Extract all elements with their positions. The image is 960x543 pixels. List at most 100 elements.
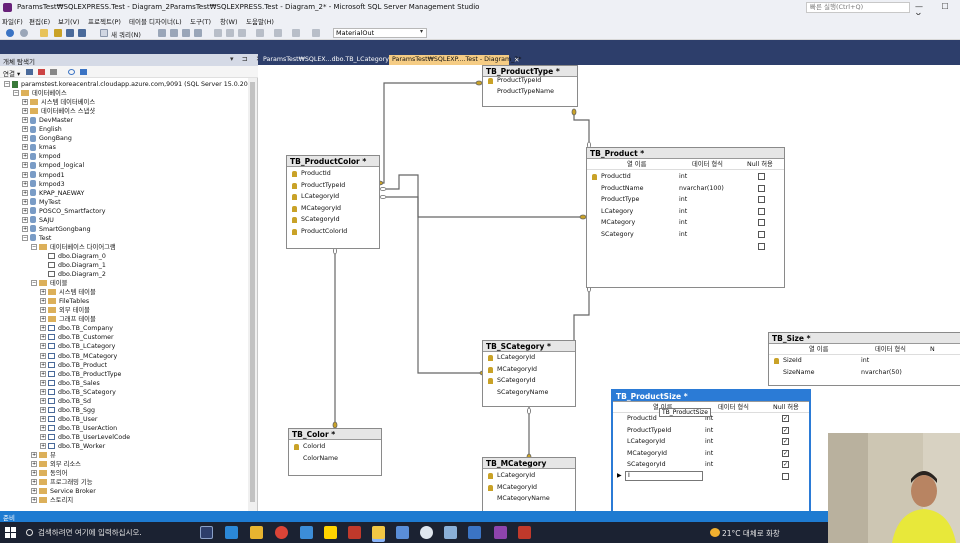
close-tab-icon[interactable]: ✕ [514, 56, 520, 64]
tab-diagram-2[interactable]: ParamsTest₩SQLEXP....Test - Diagram_2* [389, 55, 521, 65]
disconnect-icon[interactable] [38, 69, 45, 75]
expand-icon[interactable]: + [31, 488, 37, 495]
allow-null-checkbox[interactable] [782, 473, 789, 480]
app-icon[interactable] [468, 526, 481, 539]
forward-icon[interactable] [20, 29, 28, 37]
expand-icon[interactable]: + [22, 162, 28, 169]
cut-icon[interactable] [214, 29, 222, 37]
expand-icon[interactable]: + [31, 452, 37, 459]
column-row[interactable]: ProductTypeId [483, 75, 577, 87]
tree-item[interactable]: +dbo.TB_Product [40, 361, 107, 370]
column-row[interactable]: ColorId [289, 441, 381, 453]
connect-button[interactable]: 연결 ▾ [3, 70, 21, 78]
menu-project[interactable]: 프로젝트(P) [88, 18, 121, 26]
tree-item[interactable]: dbo.Diagram_0 [40, 252, 106, 261]
tree-item[interactable]: +프로그래밍 기능 [31, 478, 93, 487]
column-row[interactable]: LCategoryId [287, 191, 379, 203]
tree-item[interactable]: +MyTest [22, 198, 61, 207]
allow-null-checkbox[interactable] [758, 207, 765, 215]
tree-item[interactable]: +스토리지 [31, 496, 73, 505]
copy-icon[interactable] [226, 29, 234, 37]
tree-item[interactable]: −Test [22, 234, 51, 243]
tree-item[interactable]: +dbo.TB_Company [40, 324, 113, 333]
activity-monitor-icon[interactable] [80, 69, 87, 75]
expand-icon[interactable]: + [40, 325, 46, 332]
expand-icon[interactable]: + [31, 497, 37, 504]
expand-icon[interactable]: + [22, 225, 28, 232]
tab-lcategory[interactable]: ParamsTest₩SQLEX...dbo.TB_LCategory [263, 56, 389, 63]
table-producttype[interactable]: TB_ProductType * ProductTypeId ProductTy… [482, 65, 578, 107]
column-row[interactable]: MCategoryName [497, 495, 550, 501]
table-mcategory-title[interactable]: TB_MCategory [483, 458, 575, 469]
new-column-name-input[interactable]: I [625, 471, 703, 481]
expand-icon[interactable]: + [22, 144, 28, 151]
tree-item[interactable]: +kmpod3 [22, 180, 65, 189]
tree-item[interactable]: +dbo.TB_UserAction [40, 424, 117, 433]
expand-icon[interactable]: + [31, 461, 37, 468]
column-row[interactable]: ColorName [303, 454, 339, 462]
tree-scrollbar-thumb[interactable] [250, 82, 255, 502]
expand-icon[interactable]: + [40, 334, 46, 341]
tree-item[interactable]: +English [22, 125, 62, 134]
expand-icon[interactable]: + [22, 189, 28, 196]
column-row[interactable]: LCategoryId [483, 352, 575, 364]
menu-window[interactable]: 창(W) [220, 18, 238, 26]
tree-item[interactable]: +dbo.TB_Customer [40, 333, 114, 342]
collapse-icon[interactable]: − [22, 234, 28, 241]
column-row[interactable]: MCategoryId [483, 364, 575, 376]
collapse-icon[interactable]: − [13, 90, 19, 97]
weather-widget[interactable]: 21°C 대체로 화창 [722, 529, 780, 538]
expand-icon[interactable]: + [22, 108, 28, 115]
filter-icon[interactable] [50, 69, 57, 75]
tree-item[interactable]: +dbo.TB_Sales [40, 379, 100, 388]
column-row[interactable] [587, 241, 784, 253]
allow-null-checkbox[interactable]: ✓ [782, 449, 789, 457]
expand-icon[interactable]: + [40, 352, 46, 359]
table-size-title[interactable]: TB_Size * [769, 333, 960, 344]
app-icon[interactable] [444, 526, 457, 539]
table-productsize[interactable]: TB_ProductSize * 열 이름 데이터 형식 Null 허용 Pro… [611, 389, 811, 511]
allow-null-checkbox[interactable] [758, 196, 765, 204]
expand-icon[interactable]: + [40, 316, 46, 323]
table-producttype-title[interactable]: TB_ProductType * [483, 66, 577, 77]
kakaotalk-icon[interactable] [324, 526, 337, 539]
table-mcategory[interactable]: TB_MCategory LCategoryId MCategoryId MCa… [482, 457, 576, 511]
app-icon[interactable] [396, 526, 409, 539]
column-row[interactable]: ProductColorId [287, 226, 379, 238]
tree-item[interactable]: +kmpod1 [22, 171, 65, 180]
tree-item[interactable]: +kmpod_logical [22, 161, 84, 170]
column-row[interactable]: LCategoryId [483, 470, 575, 482]
paste-icon[interactable] [238, 29, 246, 37]
undo-icon[interactable] [256, 29, 264, 37]
connect-icon[interactable] [26, 69, 33, 75]
open-file-icon[interactable] [54, 29, 62, 37]
expand-icon[interactable]: + [40, 397, 46, 404]
tree-item[interactable]: dbo.Diagram_1 [40, 261, 106, 270]
tree-item[interactable]: +SmartGongbang [22, 225, 91, 234]
menu-file[interactable]: 파일(F) [2, 18, 23, 26]
analysis-query-icon[interactable] [170, 29, 178, 37]
search-icon[interactable] [26, 529, 33, 536]
expand-icon[interactable]: + [22, 216, 28, 223]
allow-null-checkbox[interactable] [758, 173, 765, 180]
allow-null-checkbox[interactable] [758, 242, 765, 250]
expand-icon[interactable]: + [40, 406, 46, 413]
chrome-icon[interactable] [275, 526, 288, 539]
new-query-icon[interactable] [100, 29, 108, 37]
tree-item[interactable]: dbo.Diagram_2 [40, 270, 106, 279]
expand-icon[interactable]: + [40, 370, 46, 377]
expand-icon[interactable]: + [22, 99, 28, 106]
expand-icon[interactable]: + [22, 135, 28, 142]
tree-item[interactable]: +시스템 테이블 [40, 288, 96, 297]
chevron-down-icon[interactable]: ▾ [420, 28, 424, 35]
tree-item[interactable]: +SAJU [22, 216, 54, 225]
table-color-title[interactable]: TB_Color * [289, 429, 381, 440]
expand-icon[interactable]: + [22, 180, 28, 187]
